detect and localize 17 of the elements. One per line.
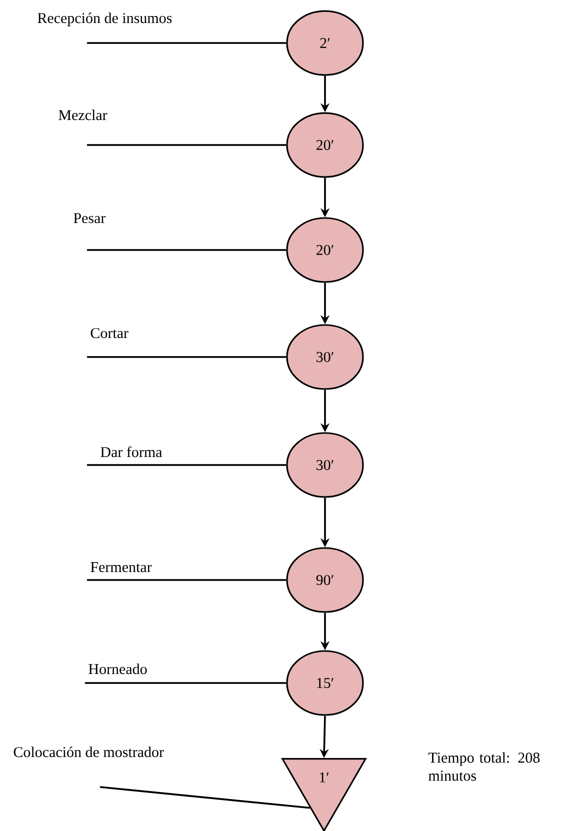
input-line	[87, 42, 286, 44]
step-label: Dar forma	[100, 446, 162, 458]
total-time-note: Tiempo total: 208 minutos	[428, 752, 540, 781]
step-label: Horneado	[88, 664, 147, 674]
step-label: Fermentar	[90, 562, 152, 572]
input-line	[100, 786, 310, 809]
input-line	[87, 579, 286, 581]
step-label: Mezclar	[58, 110, 108, 120]
step-label: Colocación de mostrador	[14, 746, 164, 758]
input-line	[87, 249, 286, 251]
input-line	[87, 464, 286, 466]
step-label: Pesar	[74, 213, 106, 224]
step-label: Recepción de insumos	[38, 12, 172, 26]
input-line	[87, 144, 286, 146]
input-line	[85, 682, 286, 684]
input-line	[87, 356, 286, 358]
step-label: Cortar	[90, 328, 128, 338]
